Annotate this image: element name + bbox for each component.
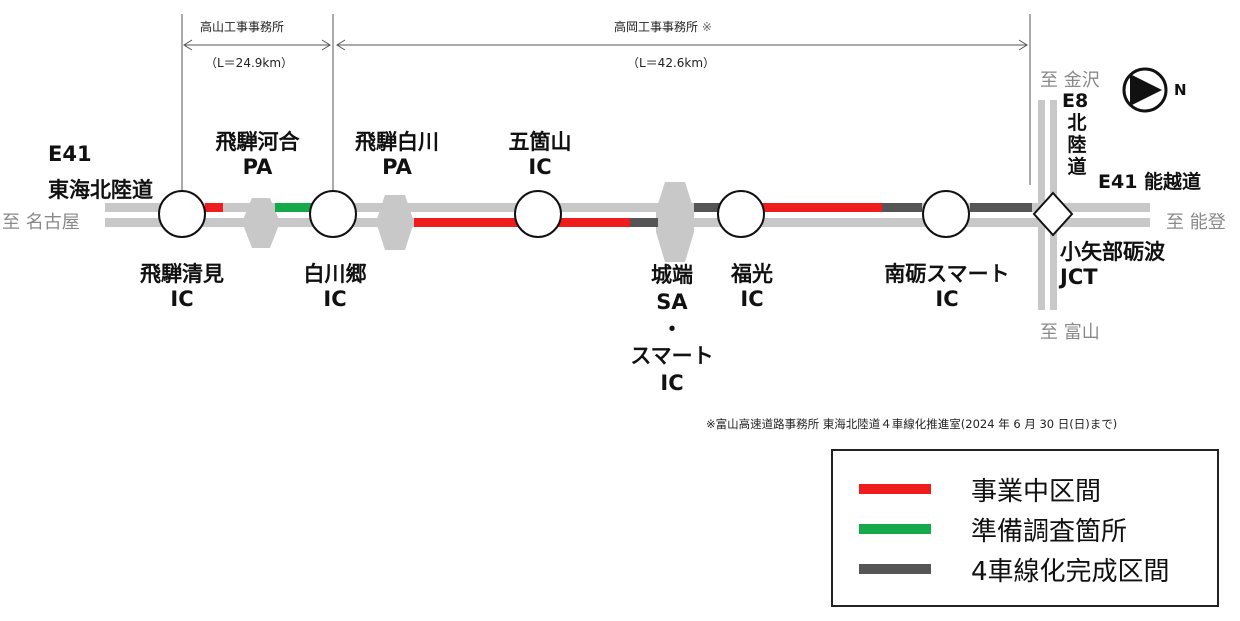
legend-item-completed: 4車線化完成区間 (859, 549, 1170, 589)
legend-label: 事業中区間 (971, 476, 1102, 507)
segment-under-construction-1 (205, 203, 223, 212)
to-toyama-label: 至 富山 (1040, 322, 1100, 343)
johana-sa-shape (656, 182, 694, 262)
legend-label: 4車線化完成区間 (971, 556, 1170, 587)
legend-item-under-construction: 事業中区間 (859, 469, 1101, 509)
north-mark-label: N (1174, 81, 1187, 99)
gokayama-ic-node (514, 190, 562, 238)
segment-completed-1 (630, 218, 658, 227)
hida-shirakawa-pa-shape (376, 195, 414, 250)
segment-under-construction-3 (760, 203, 882, 212)
fukumitsu-ic-node (717, 190, 765, 238)
legend-swatch-green (859, 524, 931, 534)
legend: 事業中区間 準備調査箇所 4車線化完成区間 (831, 449, 1219, 607)
segment-completed-3 (882, 203, 922, 212)
to-noto-label: 至 能登 (1166, 212, 1226, 233)
legend-label: 準備調査箇所 (971, 516, 1128, 547)
segment-completed-4 (970, 203, 1032, 212)
e8-code-label: E8 (1062, 90, 1089, 112)
legend-swatch-red (859, 484, 931, 494)
footnote-text: ※富山高速道路事務所 東海北陸道４車線化推進室(2024 年 6 月 30 日(… (706, 417, 1118, 431)
takayama-office-label: 高山工事事務所 (200, 20, 285, 34)
hida-kiyomi-ic-node (158, 190, 206, 238)
takaoka-office-label: 高岡工事事務所 ※ (614, 20, 712, 34)
takaoka-length-label: （L＝42.6km） (627, 56, 716, 70)
to-kanazawa-label: 至 金沢 (1040, 70, 1100, 91)
takayama-length-label: （L＝24.9km） (205, 56, 294, 70)
segment-completed-2 (694, 203, 720, 212)
legend-item-survey: 準備調査箇所 (859, 509, 1127, 549)
road-upper-lane (105, 203, 1150, 212)
legend-swatch-gray (859, 564, 931, 574)
to-nagoya-label: 至 名古屋 (2, 212, 80, 233)
noetsu-label: E41 能越道 (1098, 171, 1202, 193)
route-code-label: E41 (48, 142, 92, 166)
shirakawago-ic-node (309, 190, 357, 238)
hida-kawai-pa-shape (242, 198, 280, 248)
nanto-smart-ic-node (922, 190, 970, 238)
oyabe-tonami-jct-node (1032, 191, 1074, 237)
north-arrow-icon (1122, 67, 1168, 113)
e8-name-label: 北陸道 (1067, 112, 1087, 178)
segment-survey-1 (275, 203, 313, 212)
route-name-label: 東海北陸道 (48, 178, 153, 202)
